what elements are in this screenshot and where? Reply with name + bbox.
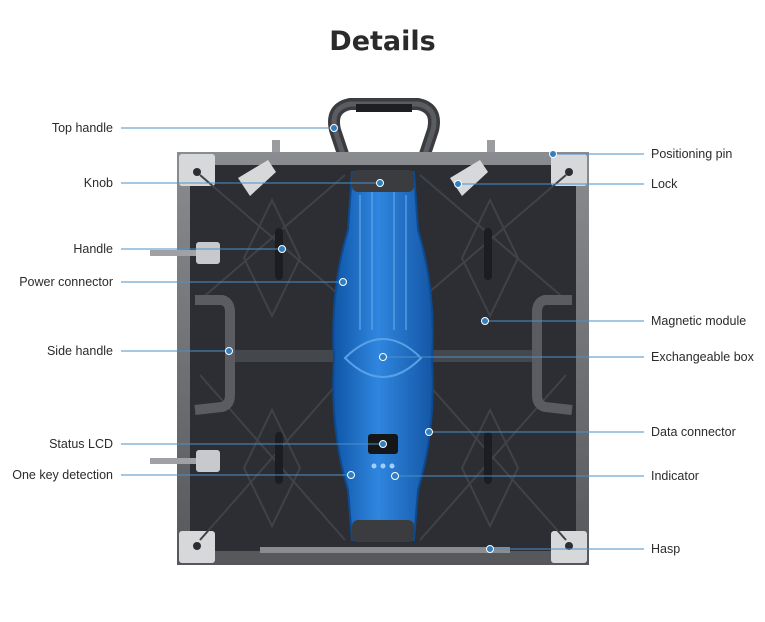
data-connector-plug [150,450,220,472]
label-one-key-detection: One key detection [12,468,113,482]
positioning-pin-right [487,140,495,156]
positioning-pin-left [272,140,280,156]
label-positioning-pin: Positioning pin [651,147,733,161]
label-handle: Handle [73,242,113,256]
hasp-bar [260,547,510,553]
label-knob: Knob [83,176,113,190]
module-slots [275,228,492,484]
label-lock: Lock [651,177,678,191]
magnetic-module-pattern [199,174,567,541]
label-hasp: Hasp [651,542,681,556]
label-power-connector: Power connector [19,275,113,289]
power-connector-plug [150,242,220,264]
label-status-lcd: Status LCD [49,437,113,451]
side-handle-right [532,295,573,415]
leader-lines [121,127,644,550]
top-handle [328,98,440,162]
label-side-handle: Side handle [46,344,113,358]
label-indicator: Indicator [651,469,699,483]
leader-dots [225,124,557,553]
label-data-connector: Data connector [651,425,736,439]
knob-latch [238,160,276,196]
label-top-handle: Top handle [51,121,113,135]
label-magnetic-module: Magnetic module [651,314,747,328]
page-title: Details [329,26,436,57]
label-exchangeable-box: Exchangeable box [651,350,754,364]
